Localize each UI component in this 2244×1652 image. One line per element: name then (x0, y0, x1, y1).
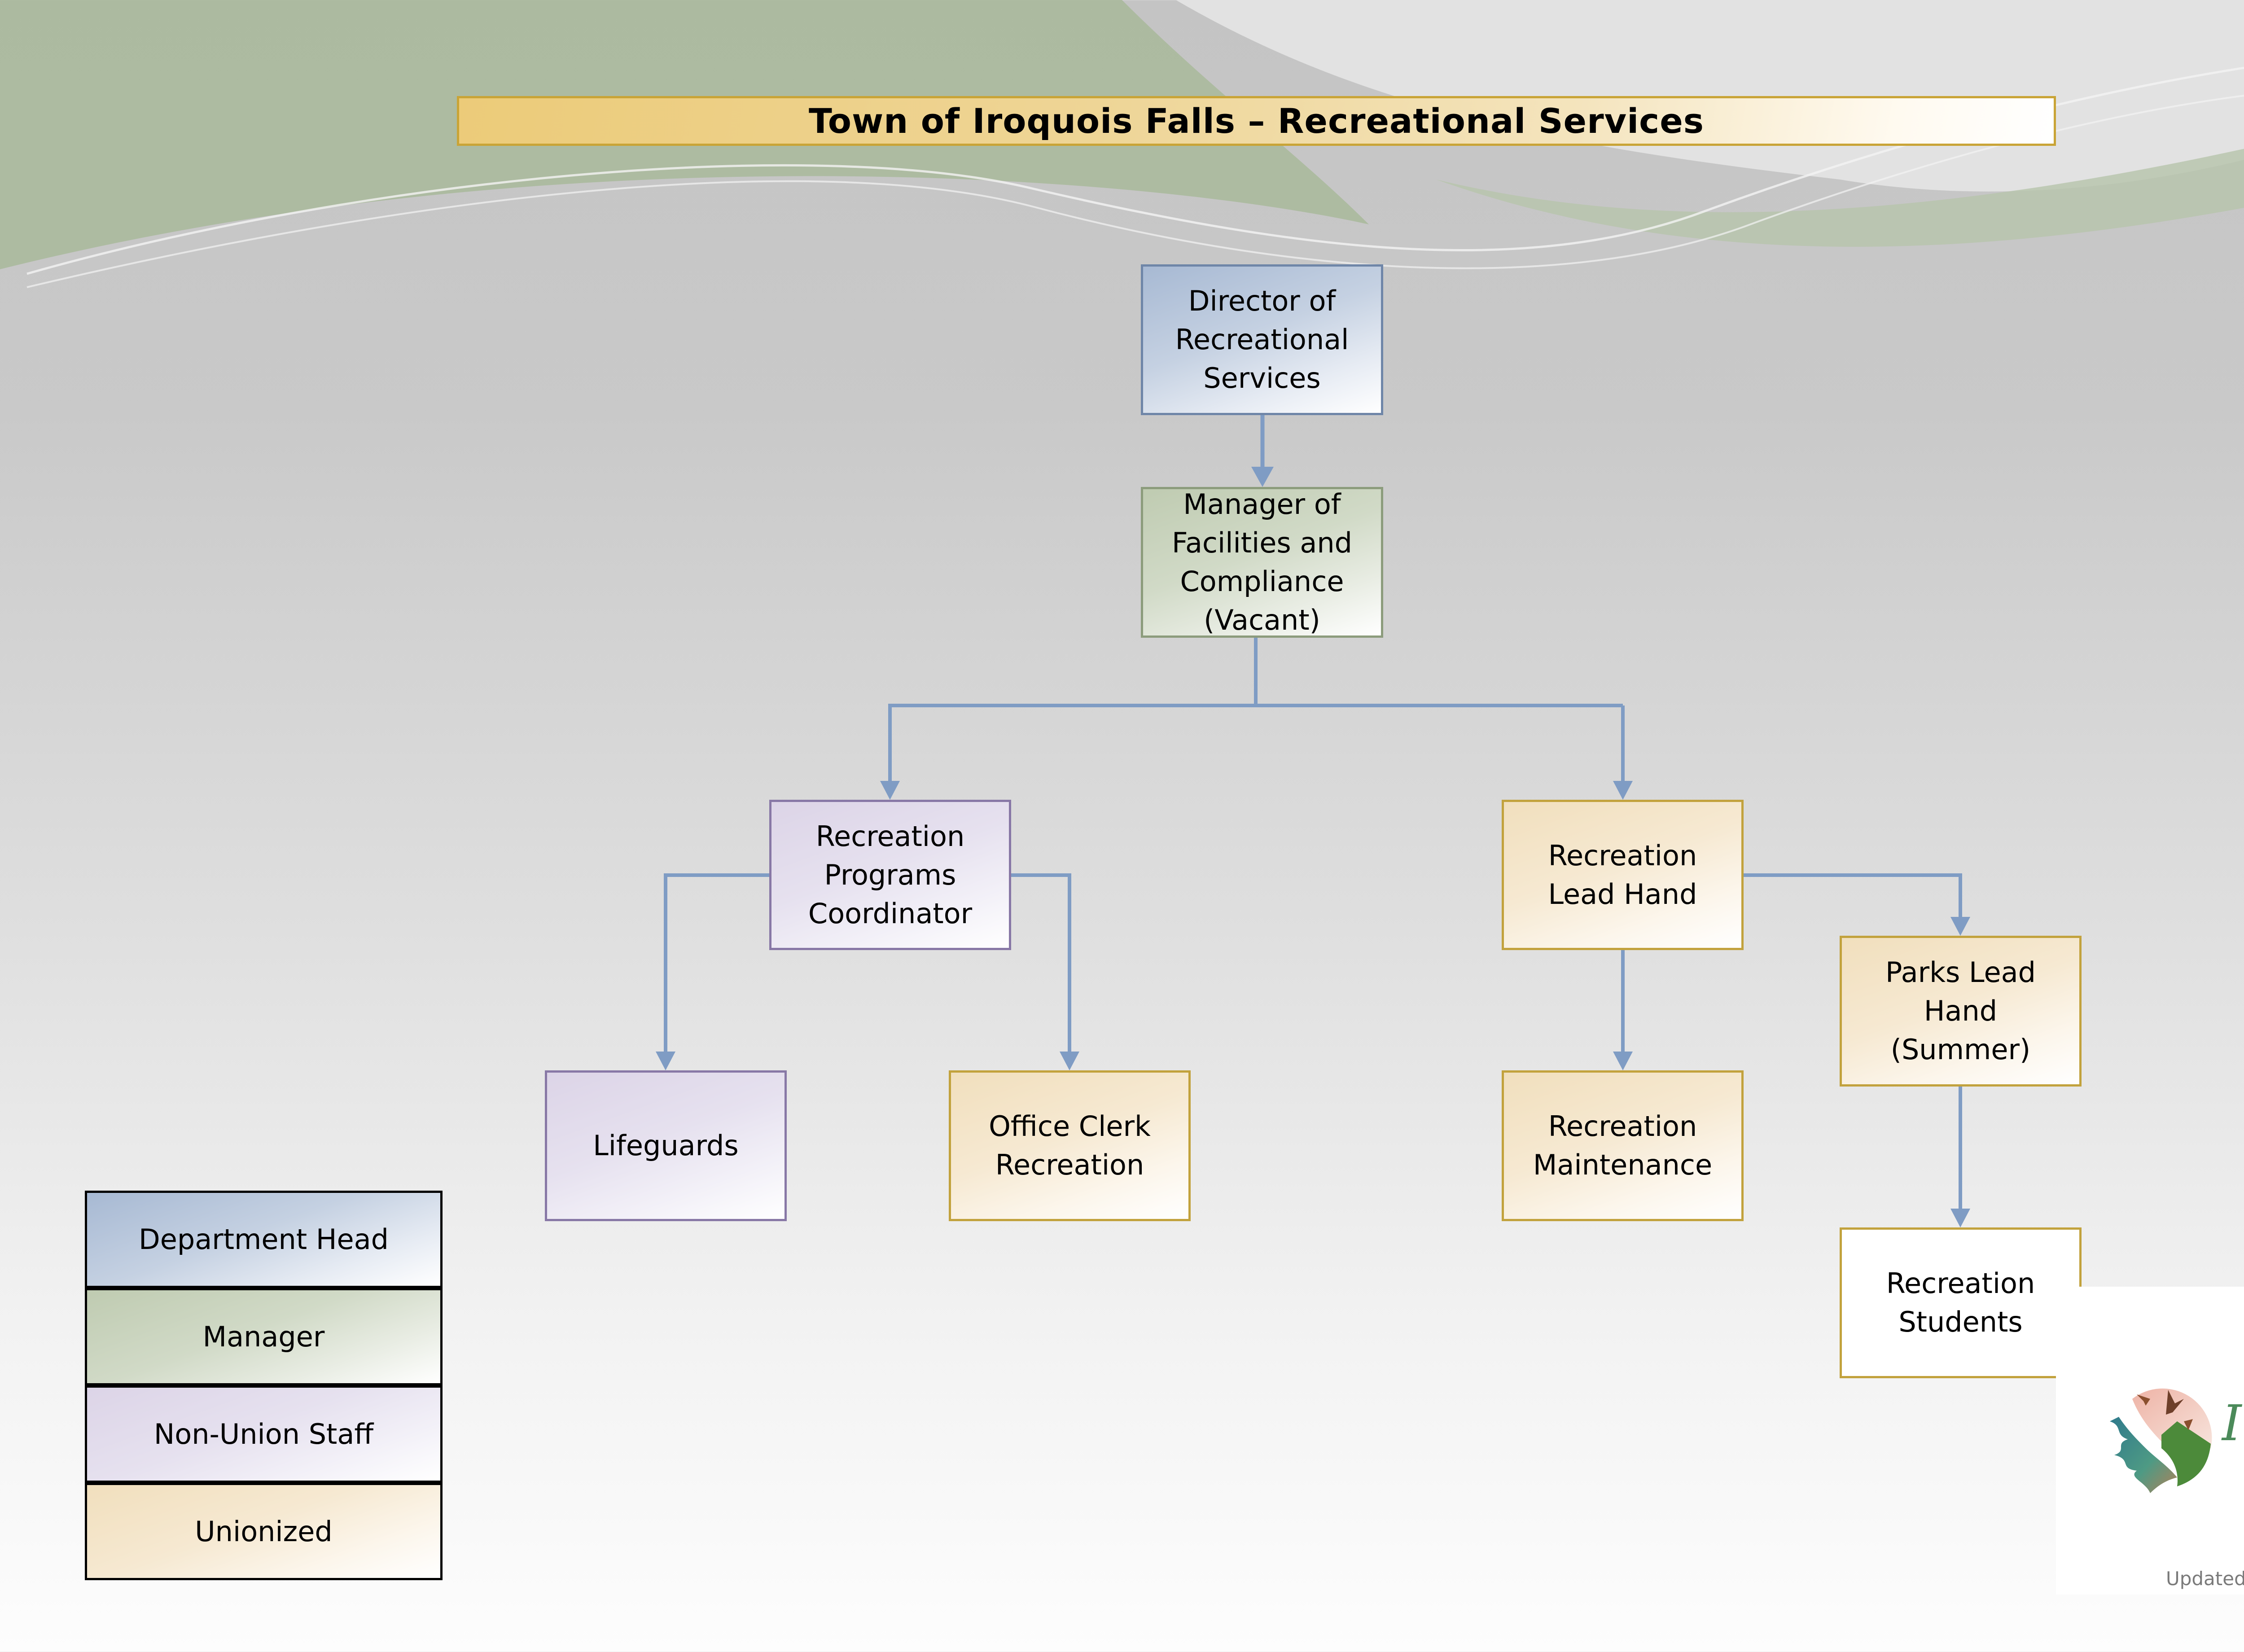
node-label: Recreation Lead Hand (1548, 839, 1697, 911)
legend-item-department-head: Department Head (85, 1191, 443, 1288)
legend-label: Manager (202, 1320, 325, 1353)
node-lead-hand: Recreation Lead Hand (1502, 800, 1744, 950)
legend-label: Department Head (138, 1223, 389, 1256)
legend-label: Non-Union Staff (153, 1418, 374, 1450)
logo-forest (2161, 1421, 2211, 1486)
node-office-clerk: Office Clerk Recreation (949, 1070, 1191, 1221)
node-programs-coordinator: Recreation Programs Coordinator (769, 800, 1011, 950)
page-title: Town of Iroquois Falls – Recreational Se… (808, 101, 1705, 141)
node-label: Recreation Students (1886, 1267, 2035, 1338)
legend-item-non-union-staff: Non-Union Staff (85, 1385, 443, 1483)
legend-item-manager: Manager (85, 1288, 443, 1385)
logo-panel: Iroquois FALLS (2056, 1287, 2244, 1595)
node-director: Director of Recreational Services (1141, 264, 1383, 415)
node-label: Parks Lead Hand (Summer) (1885, 956, 2036, 1066)
node-label: Lifeguards (593, 1129, 739, 1162)
node-lifeguards: Lifeguards (545, 1070, 787, 1221)
node-maintenance: Recreation Maintenance (1502, 1070, 1744, 1221)
node-label: Office Clerk Recreation (989, 1110, 1151, 1181)
green-swoosh-right (1436, 149, 2244, 247)
logo-bird-3 (2184, 1419, 2193, 1430)
title-bar: Town of Iroquois Falls – Recreational Se… (457, 96, 2056, 146)
node-label: Recreation Programs Coordinator (808, 819, 973, 930)
logo-bird-1 (2137, 1394, 2150, 1406)
legend-item-unionized: Unionized (85, 1483, 443, 1580)
logo-bird-2 (2166, 1390, 2184, 1415)
white-curve-1 (26, 66, 2244, 275)
node-manager: Manager of Facilities and Compliance (Va… (1141, 487, 1383, 638)
logo-river (2110, 1417, 2177, 1493)
node-students: Recreation Students (1840, 1227, 2082, 1378)
updated-date: Updated: January 2026 (2166, 1568, 2244, 1590)
node-parks-lead-hand: Parks Lead Hand (Summer) (1840, 936, 2082, 1087)
node-label: Director of Recreational Services (1175, 285, 1349, 394)
legend: Department Head Manager Non-Union Staff … (85, 1191, 443, 1580)
iroquois-falls-logo-icon (2110, 1388, 2212, 1493)
node-label: Manager of Facilities and Compliance (Va… (1171, 488, 1353, 636)
logo-wordmark: Iroquois (2222, 1394, 2244, 1452)
node-label: Recreation Maintenance (1533, 1110, 1713, 1181)
legend-label: Unionized (195, 1515, 333, 1548)
